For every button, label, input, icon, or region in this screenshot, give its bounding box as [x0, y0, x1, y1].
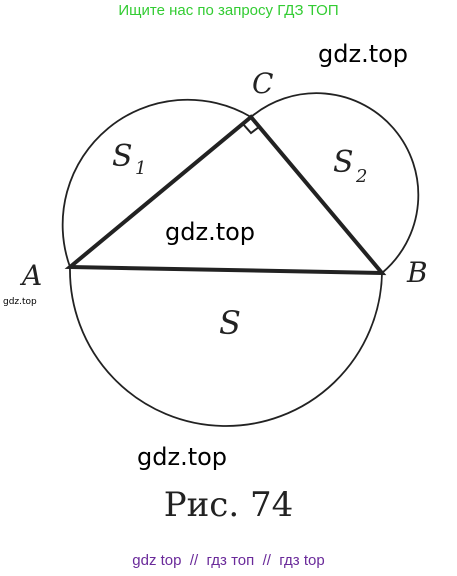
vertex-label-a: A: [19, 259, 42, 292]
figure-caption: Рис. 74: [163, 485, 294, 525]
footer-links[interactable]: gdz top // гдз топ // гдз top: [132, 552, 325, 569]
semicircle-ab: [69, 266, 383, 427]
area-label-s1-subscript: 1: [135, 158, 146, 179]
area-label-s: S: [219, 304, 241, 342]
triangle-abc: [64, 114, 387, 276]
semicircle-cb: [250, 92, 420, 274]
watermark: gdz.top: [165, 218, 256, 246]
search-hint-link[interactable]: Ищите нас по запросу ГДЗ ТОП: [118, 2, 339, 19]
vertex-label-c: C: [252, 67, 273, 100]
semicircle-ac: [61, 98, 252, 268]
area-label-s2: S: [333, 145, 354, 180]
right-angle-mark: [242, 123, 260, 135]
area-label-s2-subscript: 2: [355, 166, 367, 187]
vertex-label-b: B: [406, 256, 428, 289]
watermark: gdz.top: [318, 40, 409, 68]
watermark: gdz.top: [137, 443, 228, 471]
area-label-s1: S: [112, 139, 133, 174]
watermark: gdz.top: [3, 297, 37, 307]
